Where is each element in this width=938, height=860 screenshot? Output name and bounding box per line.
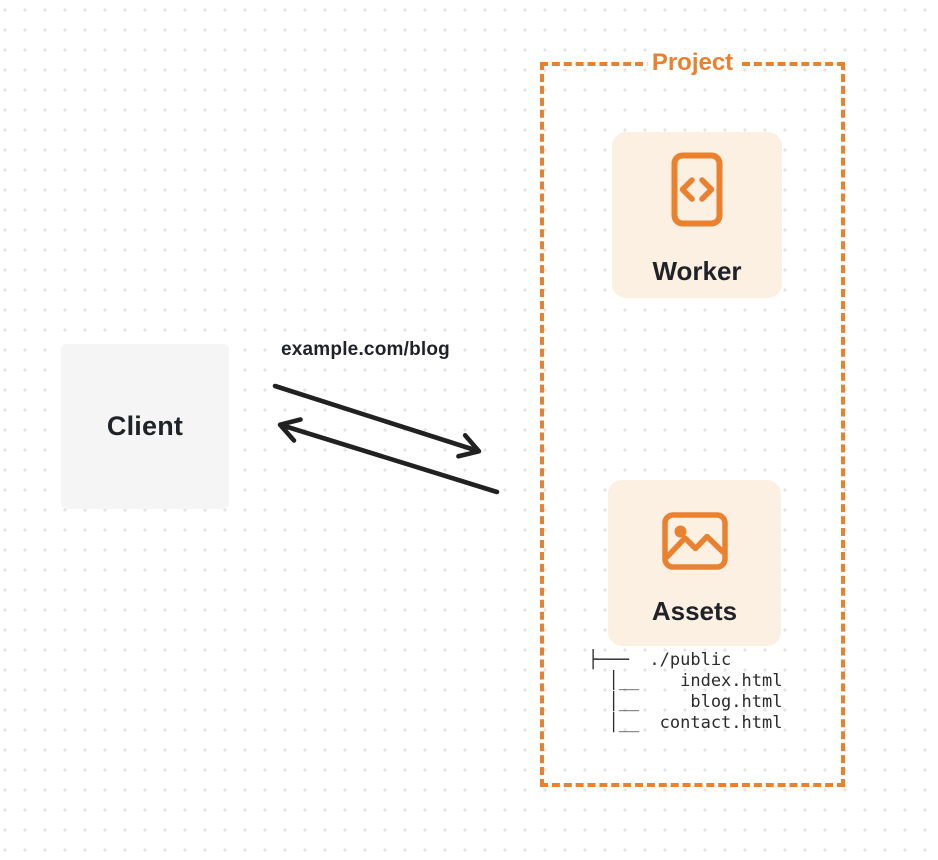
- request-url-label: example.com/blog: [281, 339, 450, 360]
- project-container: Project Worker Assets: [540, 49, 845, 787]
- assets-label: Assets: [651, 596, 738, 626]
- assets-file-tree: ├─── ./public │__ index.html │__ blog.ht…: [588, 650, 782, 734]
- assets-node: Assets: [608, 480, 781, 646]
- code-file-icon: [671, 152, 723, 232]
- client-node: Client: [61, 344, 229, 509]
- project-title: Project: [646, 49, 739, 76]
- tree-line-root: ├─── ./public: [588, 650, 732, 670]
- response-arrow: [277, 417, 500, 495]
- image-icon: [661, 512, 728, 575]
- client-label: Client: [106, 411, 184, 441]
- tree-line-blog: │__ blog.html: [588, 692, 783, 712]
- request-arrow: [272, 383, 482, 459]
- tree-line-contact: │__ contact.html: [588, 713, 783, 733]
- worker-node: Worker: [612, 132, 782, 298]
- worker-label: Worker: [652, 256, 742, 286]
- tree-line-index: │__ index.html: [588, 671, 783, 691]
